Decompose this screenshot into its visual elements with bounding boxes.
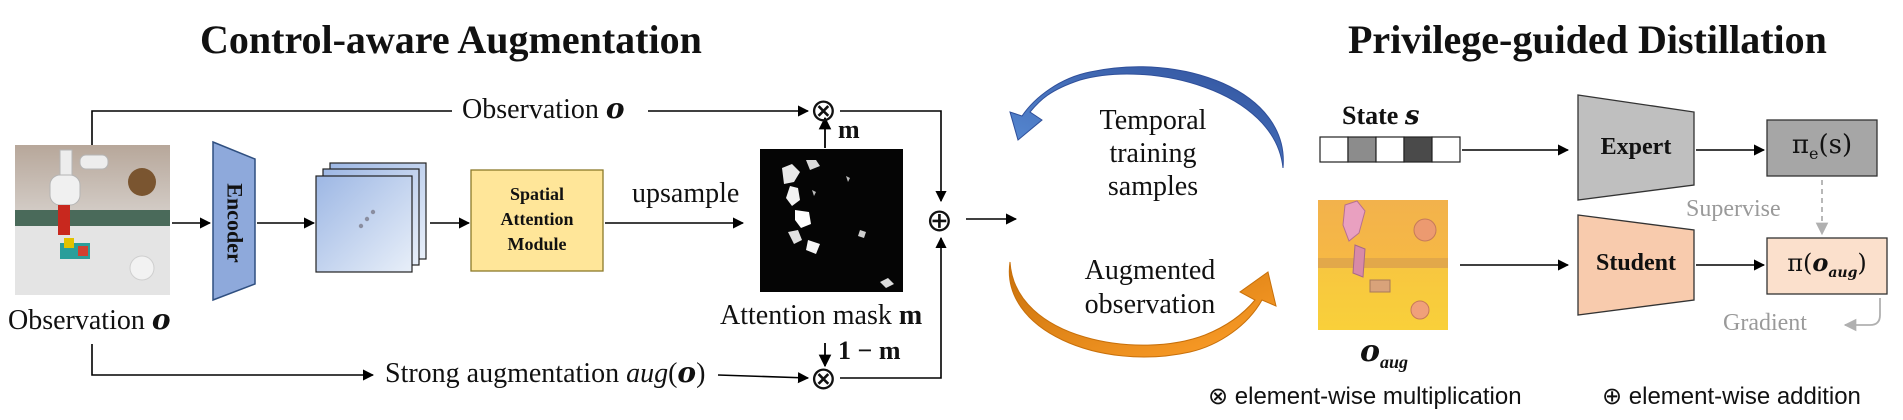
observation-top-text: Observation [462, 94, 599, 125]
feature-maps [315, 162, 427, 273]
o-aug-sub: aug [1380, 352, 1409, 372]
augmented-curved-arrow [1008, 261, 1277, 358]
multiply-top-symbol: ⊗ [810, 91, 837, 129]
pi-e-label: πe(s) [1767, 130, 1877, 163]
right-title: Privilege-guided Distillation [1348, 17, 1827, 62]
state-var: s [1404, 101, 1420, 131]
sam-line-2: Attention [500, 209, 574, 229]
strong-aug-text: Strong augmentation [385, 358, 620, 389]
augmented-observation-label: Augmented observation [1070, 254, 1230, 322]
spatial-attention-box [470, 169, 604, 272]
encoder-block [212, 140, 256, 302]
left-title: Control-aware Augmentation [200, 17, 702, 62]
supervise-label: Supervise [1686, 196, 1781, 222]
arrow-obs-to-aug [91, 344, 375, 381]
pi-e-suffix: (s) [1818, 130, 1853, 160]
pi-e-box [1766, 119, 1878, 177]
strong-aug-open: ( [668, 358, 678, 389]
attention-mask-text: Attention mask [720, 300, 892, 331]
augmented-line-1: Augmented [1084, 255, 1216, 286]
observation-bottom-var: o [151, 303, 171, 336]
augmented-observation-image [1318, 200, 1448, 330]
one-minus-m-label: 1 − m [838, 336, 901, 365]
o-aug-base: o [1360, 334, 1381, 369]
gradient-label: Gradient [1723, 310, 1807, 336]
arrow-aug-to-multiply [717, 372, 810, 384]
m-top-label: m [838, 115, 860, 144]
strong-augmentation-label: Strong augmentation aug(o) [385, 356, 705, 390]
pi-sub: aug [1828, 264, 1858, 281]
attention-mask-var: m [898, 300, 923, 331]
attention-mask-image [760, 149, 903, 292]
observation-image [15, 145, 170, 295]
pi-student-label: π(oaug) [1767, 248, 1887, 281]
observation-bottom-text: Observation [8, 305, 145, 336]
state-label: State s [1342, 101, 1419, 131]
encoder-label: Encoder [223, 182, 249, 263]
arrow-bottom-product-to-add [840, 236, 947, 379]
legend-multiply: ⊗ element-wise multiplication [1208, 383, 1522, 410]
state-bar [1319, 136, 1461, 163]
temporal-line-1: Temporal [1099, 105, 1207, 136]
temporal-line-2: training [1109, 138, 1197, 169]
attention-mask-label: Attention mask m [720, 300, 922, 332]
temporal-training-label: Temporal training samples [1088, 104, 1218, 203]
strong-aug-var: o [677, 356, 697, 389]
sam-line-1: Spatial [509, 184, 565, 204]
arrow-obs-to-multiply-top [91, 110, 452, 145]
pi-e-sub: e [1808, 144, 1819, 164]
add-symbol: ⊕ [926, 201, 953, 239]
observation-top-var: o [605, 92, 625, 125]
pi-var: o [1812, 248, 1829, 277]
student-label: Student [1595, 250, 1677, 276]
strong-aug-close: ) [696, 358, 706, 389]
augmented-line-2: observation [1084, 289, 1216, 320]
student-block [1577, 214, 1695, 316]
gradient-arrow [1843, 298, 1881, 332]
spatial-attention-label: Spatial Attention Module [471, 182, 603, 257]
sam-line-3: Module [507, 234, 567, 254]
observation-top-label: Observation o [462, 92, 625, 126]
expert-block [1577, 94, 1695, 201]
pi-student-box [1766, 237, 1888, 295]
strong-aug-fn: aug [626, 358, 669, 389]
pi-suffix: ) [1857, 249, 1867, 277]
temporal-line-3: samples [1107, 171, 1199, 202]
upsample-label: upsample [632, 178, 740, 209]
encoder-label-wrap: Encoder [220, 160, 250, 285]
state-text: State [1342, 101, 1399, 130]
pi-prefix: π( [1787, 249, 1813, 277]
temporal-curved-arrow [1009, 66, 1284, 169]
arrow-top-product-to-add [840, 110, 947, 203]
o-aug-label: oaug [1360, 334, 1408, 373]
observation-bottom-label: Observation o [8, 303, 171, 337]
pi-e-prefix: π [1791, 130, 1809, 160]
multiply-bottom-symbol: ⊗ [810, 359, 837, 397]
expert-label: Expert [1600, 134, 1672, 160]
legend-add: ⊕ element-wise addition [1602, 383, 1861, 410]
